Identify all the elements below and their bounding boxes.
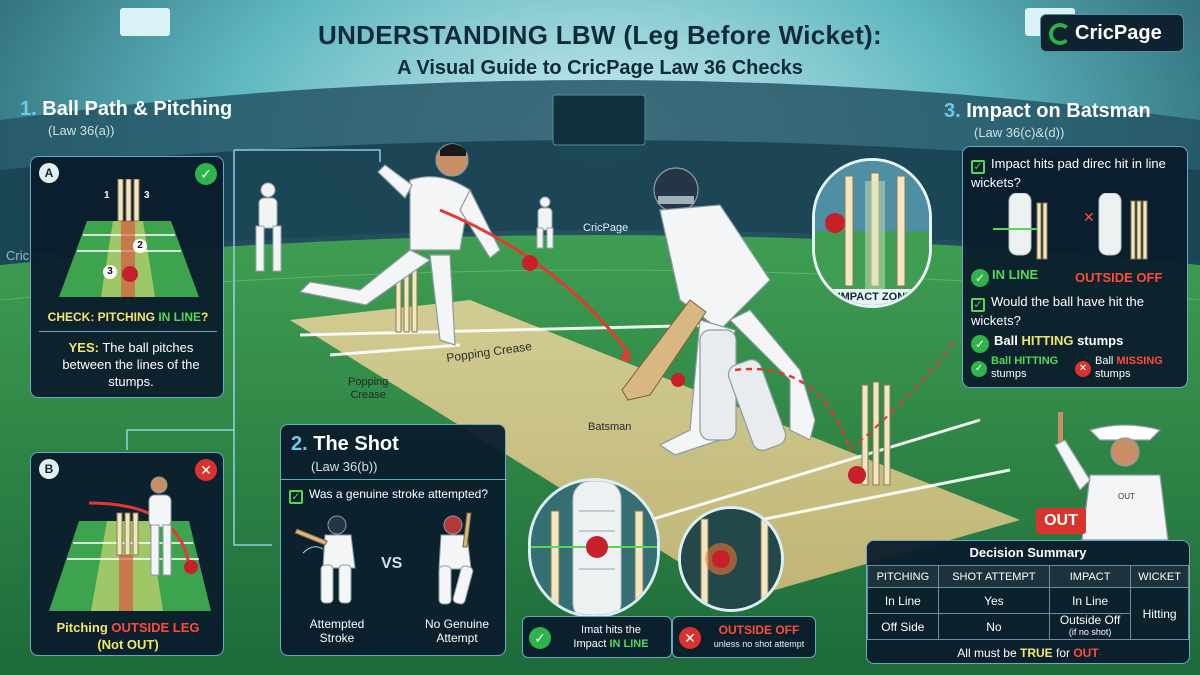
umpire-shirt-label: OUT — [1118, 492, 1135, 501]
marker-3-top: 3 — [144, 190, 150, 201]
cross-icon: ✕ — [195, 459, 217, 481]
impact-in-line-circle — [528, 478, 660, 618]
attempted-stroke-label: Attempted Stroke — [309, 617, 365, 645]
impact-question: ✓Impact hits pad direc hit in line wicke… — [971, 156, 1166, 190]
pad-impact-diagram — [531, 481, 657, 615]
title-line-1: UNDERSTANDING LBW (Leg Before Wicket): — [318, 20, 882, 50]
summary-header-wicket: WICKET — [1130, 565, 1189, 588]
summary-table: PITCHING SHOT ATTEMPT IMPACT WICKET In L… — [867, 565, 1189, 640]
vs-label: VS — [381, 555, 403, 572]
section3-impact-panel: ✓Impact hits pad direc hit in line wicke… — [962, 146, 1188, 388]
card-b-pitch-diagram — [49, 476, 211, 611]
summary-footer: All must be TRUE for OUT — [957, 646, 1099, 660]
cross-icon: ✕ — [1075, 361, 1091, 377]
checkbox-icon: ✓ — [971, 160, 985, 174]
summary-title: Decision Summary — [969, 545, 1087, 560]
brand-logo[interactable]: CricPage — [1040, 14, 1184, 52]
section2-law: (Law 36(b)) — [311, 459, 378, 474]
impact-outside-off-caption: ✕ OUTSIDE OFF unless no shot attempt — [672, 616, 816, 658]
marker-3: 3 — [103, 265, 117, 279]
brand-name: CricPage — [1075, 22, 1162, 44]
cross-icon: ✕ — [679, 627, 701, 649]
ball-hitting-stumps: ✓Ball HITTING stumps — [971, 333, 1123, 353]
card-a-pitch-diagram — [59, 179, 199, 297]
page-title: UNDERSTANDING LBW (Leg Before Wicket): A… — [230, 20, 970, 80]
section3-header: 3. Impact on Batsman (Law 36(c)&(d)) — [944, 100, 1184, 140]
impact-in-line-caption: ✓ Imat hits the Impact IN LINE — [522, 616, 672, 658]
checkbox-icon: ✓ — [289, 490, 303, 504]
check-icon: ✓ — [971, 335, 989, 353]
stumps-miss-diagram — [681, 509, 781, 609]
batsman-label: Batsman — [588, 421, 632, 433]
card-b-tag: B — [39, 459, 59, 479]
popping-crease-label-2: Popping Crease — [348, 376, 389, 401]
shot-question: ✓Was a genuine stroke attempted? — [289, 487, 488, 504]
card-a-tag: A — [39, 163, 59, 183]
card-a-check: CHECK: PITCHING IN LINE? — [47, 310, 209, 324]
checkbox-icon: ✓ — [971, 298, 985, 312]
marker-1: 1 — [104, 190, 110, 201]
table-row: In Line Yes In Line Hitting — [867, 587, 1189, 640]
check-icon: ✓ — [529, 627, 551, 649]
card-b-pitching-outside-leg: B ✕ Pitching OUTSIDE LEG (Not OUT) — [30, 452, 224, 656]
section1-header: 1. Ball Path & Pitching (Law 36(a)) — [20, 98, 260, 138]
card-a-pitching-in-line: A ✓ 1 3 2 3 CHECK: PITCHING IN LINE? YES… — [30, 156, 224, 398]
impact-zone-callout: IMPACT ZONE — [812, 158, 932, 308]
section1-number: 1. — [20, 98, 37, 120]
impact-out-circle — [678, 506, 784, 612]
summary-header-pitching: PITCHING — [867, 565, 939, 588]
cross-icon: ✕ — [1083, 209, 1095, 225]
pad-in-line-figure — [993, 193, 1048, 260]
check-icon: ✓ — [971, 361, 987, 377]
marker-2: 2 — [133, 239, 147, 253]
impact-zone-label: IMPACT ZONE — [827, 289, 923, 305]
card-b-caption: Pitching OUTSIDE LEG (Not OUT) — [56, 620, 200, 652]
in-line-label: ✓IN LINE — [971, 267, 1038, 287]
section1-title: Ball Path & Pitching — [42, 98, 233, 120]
section2-the-shot: 2. The Shot (Law 36(b)) ✓Was a genuine s… — [280, 424, 507, 656]
impact-zone-stumps — [815, 161, 929, 305]
check-icon: ✓ — [195, 163, 217, 185]
section3-law: (Law 36(c)&(d)) — [974, 125, 1065, 140]
outside-off-label: OUTSIDE OFF — [1075, 270, 1163, 285]
summary-header-impact: IMPACT — [1049, 565, 1132, 588]
no-genuine-attempt-label: No Genuine Attempt — [424, 617, 490, 645]
no-genuine-attempt-figure — [438, 512, 474, 605]
wickets-question: ✓Would the ball have hit the wickets? — [971, 294, 1144, 328]
pad-outside-off-figure — [1098, 193, 1148, 260]
out-badge: OUT — [1036, 508, 1086, 534]
attempted-stroke-figure — [294, 515, 356, 604]
c-logo-icon — [1049, 23, 1071, 45]
check-icon: ✓ — [971, 269, 989, 287]
table-row: Off Side No Outside Off(if no shot) — [867, 613, 1189, 640]
section1-law: (Law 36(a)) — [48, 123, 115, 138]
title-line-2: A Visual Guide to CricPage Law 36 Checks — [397, 57, 803, 79]
decision-summary: Decision Summary PITCHING SHOT ATTEMPT I… — [866, 540, 1190, 664]
watermark-field: CricPage — [583, 222, 629, 234]
section2-header: 2. The Shot — [291, 433, 399, 455]
summary-header-shot: SHOT ATTEMPT — [937, 565, 1051, 588]
card-a-yes-text: YES: The ball pitches between the lines … — [62, 340, 200, 389]
